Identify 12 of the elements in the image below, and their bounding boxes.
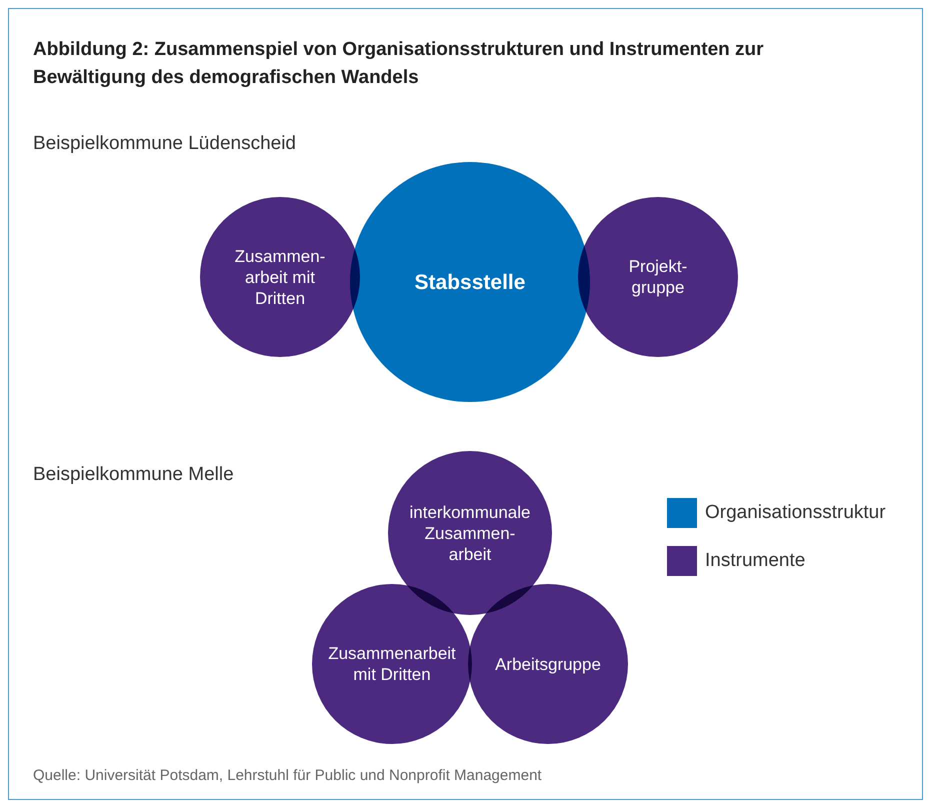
circle-label: Stabsstelle — [414, 272, 526, 292]
group-heading: Beispielkommune Lüdenscheid — [33, 133, 296, 155]
group-heading: Beispielkommune Melle — [33, 464, 234, 486]
legend-label: Organisationsstruktur — [705, 502, 886, 524]
circle-label: Zusammenarbeit mit Dritten — [327, 643, 457, 685]
circle-label: Arbeitsgruppe — [494, 654, 602, 674]
figure-title: Abbildung 2: Zusammenspiel von Organisationsstrukturen und Instrumenten zur Bewältigung des demografischen Wandels — [33, 38, 765, 90]
legend-label: Instrumente — [705, 550, 806, 572]
circle-label: Projekt- gruppe — [628, 256, 688, 298]
circle-label: interkommunale Zusammen- arbeit — [408, 502, 532, 564]
source-note: Quelle: Universität Potsdam, Lehrstuhl für Public und Nonprofit Management — [33, 767, 542, 784]
circle-label: Zusammen- arbeit mit Dritten — [234, 246, 326, 308]
